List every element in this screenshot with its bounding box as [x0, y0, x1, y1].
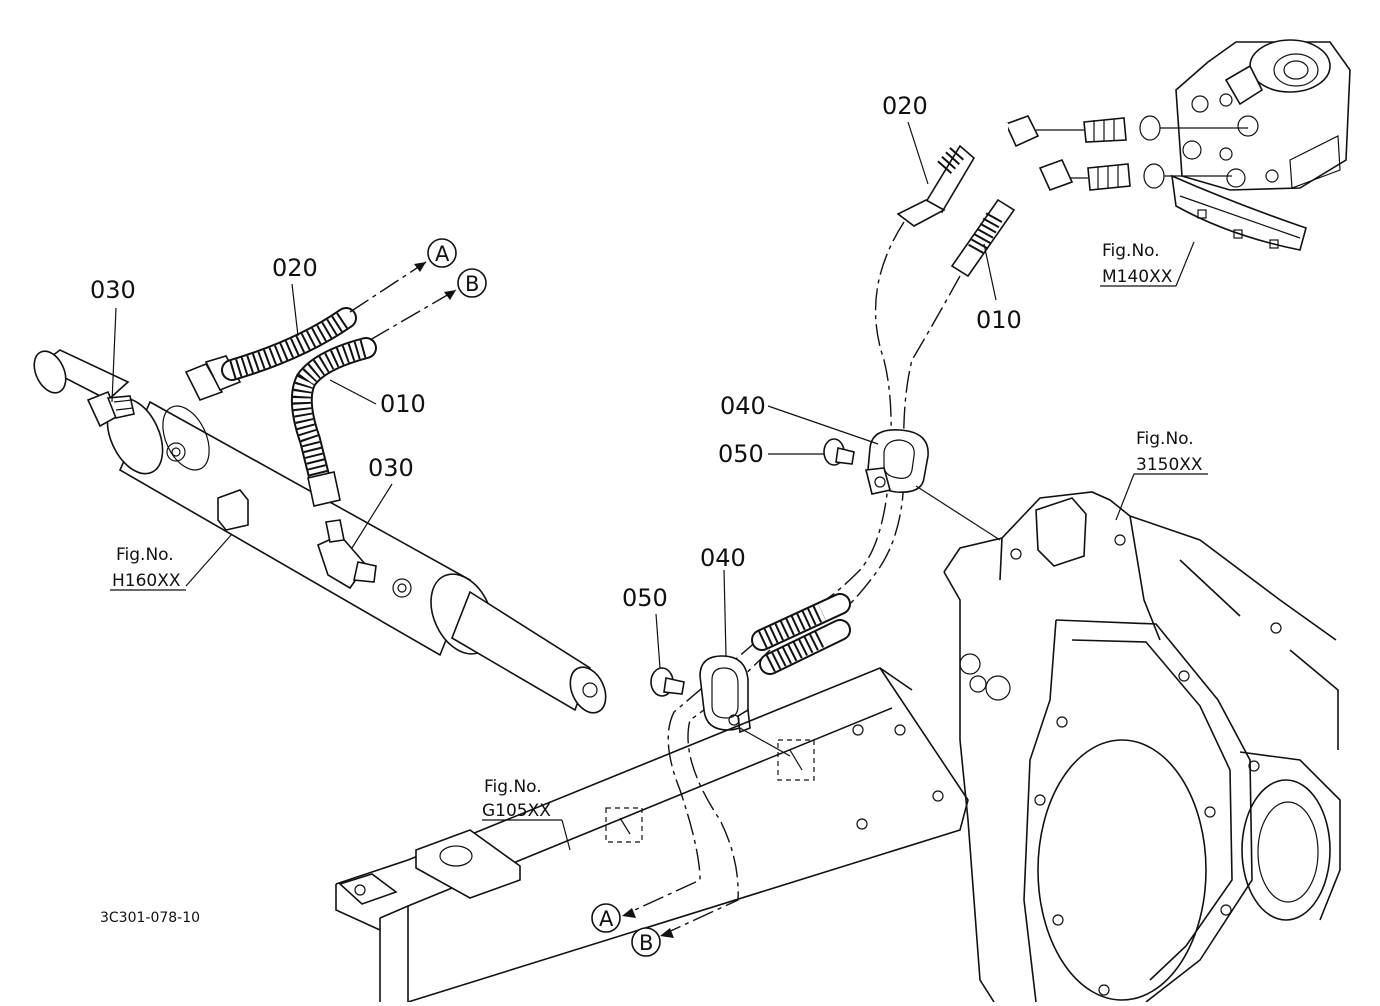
hose-010-left [290, 337, 377, 507]
hose-ends-lower [751, 593, 851, 675]
elbow-fitting-030-mid [317, 519, 377, 590]
marker-a-top: A [427, 238, 457, 268]
part-label-020-right: 020 [882, 92, 928, 120]
steering-cylinder [33, 349, 607, 714]
svg-text:G105XX: G105XX [482, 801, 551, 821]
svg-text:H160XX: H160XX [112, 571, 181, 591]
figref-m140: Fig.No. M140XX [1102, 241, 1173, 287]
part-label-040-upper: 040 [720, 392, 766, 420]
transmission-case [943, 491, 1341, 1003]
drawing-code: 3C301-078-10 [100, 910, 200, 926]
svg-text:A: A [599, 907, 614, 931]
marker-b-top: B [457, 268, 487, 298]
svg-text:M140XX: M140XX [1102, 267, 1173, 287]
svg-text:Fig.No.: Fig.No. [1102, 241, 1160, 261]
hose-020-left [184, 307, 357, 401]
svg-text:B: B [639, 931, 653, 955]
leader-lines [110, 121, 1208, 851]
svg-text:B: B [465, 272, 479, 296]
bolt-050-upper [823, 438, 855, 466]
marker-b-bottom: B [631, 927, 661, 957]
part-label-020-left: 020 [272, 254, 318, 282]
clamp-040-upper [865, 429, 929, 495]
steering-valve [1171, 39, 1351, 251]
figref-h160: Fig.No. H160XX [112, 545, 181, 591]
part-label-010-left: 010 [380, 390, 426, 418]
marker-a-bottom: A [591, 903, 621, 933]
front-frame [335, 667, 969, 1003]
svg-text:Fig.No.: Fig.No. [484, 777, 542, 797]
clamp-040-lower [699, 655, 751, 734]
part-label-040-lower: 040 [700, 544, 746, 572]
part-label-030-mid: 030 [368, 454, 414, 482]
hose-010-right [950, 158, 1074, 278]
svg-text:Fig.No.: Fig.No. [116, 545, 174, 565]
svg-text:A: A [435, 242, 450, 266]
figref-g105: Fig.No. G105XX [482, 777, 551, 821]
part-label-030-left: 030 [90, 276, 136, 304]
valve-fittings [1036, 115, 1248, 191]
part-label-050-lower: 050 [622, 584, 668, 612]
bolt-050-lower [650, 667, 685, 697]
part-label-050-upper: 050 [718, 440, 764, 468]
figref-3150: Fig.No. 3150XX [1136, 429, 1203, 475]
part-label-010-right: 010 [976, 306, 1022, 334]
hose-020-right [896, 115, 1040, 227]
svg-text:Fig.No.: Fig.No. [1136, 429, 1194, 449]
svg-text:3150XX: 3150XX [1136, 455, 1203, 475]
elbow-fitting-030-left [86, 390, 135, 428]
